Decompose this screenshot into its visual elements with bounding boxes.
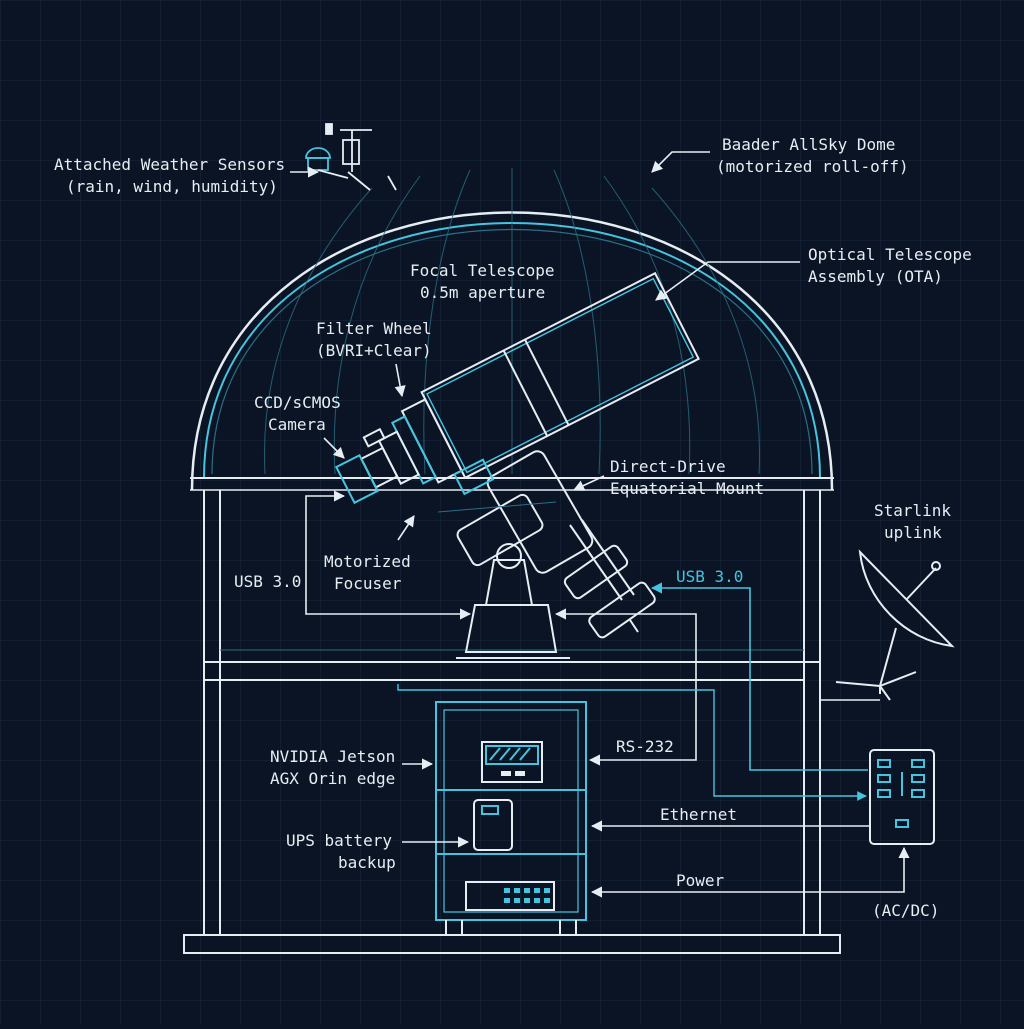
power-unit bbox=[465, 881, 555, 911]
dome-sublabel: (motorized roll-off) bbox=[716, 157, 909, 176]
camera-label: CCD/sCMOS bbox=[254, 393, 341, 412]
jetson-label: NVIDIA Jetson bbox=[270, 747, 395, 766]
telescope-label: Focal Telescope bbox=[410, 261, 555, 280]
usb-right-label: USB 3.0 bbox=[676, 567, 743, 586]
satellite-dish-icon bbox=[835, 549, 955, 701]
dome bbox=[190, 168, 834, 491]
ups-label: UPS battery bbox=[286, 831, 392, 850]
equipment-rack bbox=[435, 701, 587, 934]
mount-sublabel: Equatorial Mount bbox=[610, 479, 764, 498]
weather-sensors-label: Attached Weather Sensors bbox=[54, 155, 285, 174]
camera-sublabel: Camera bbox=[268, 415, 326, 434]
ups-sublabel: backup bbox=[338, 853, 396, 872]
filter-wheel-label: Filter Wheel bbox=[316, 319, 432, 338]
usb-left-label: USB 3.0 bbox=[234, 572, 301, 591]
jetson-sublabel: AGX Orin edge bbox=[270, 769, 395, 788]
dome-label: Baader AllSky Dome bbox=[722, 135, 895, 154]
weather-station-icon bbox=[305, 123, 397, 191]
focuser-label: Motorized bbox=[324, 552, 411, 571]
leader-lines bbox=[290, 151, 800, 848]
ota-label: Optical Telescope bbox=[808, 245, 972, 264]
filter-wheel-sublabel: (BVRI+Clear) bbox=[316, 341, 432, 360]
rs232-label: RS-232 bbox=[616, 737, 674, 756]
weather-sensors-sublabel: (rain, wind, humidity) bbox=[66, 177, 278, 196]
ethernet-label: Ethernet bbox=[660, 805, 737, 824]
ethernet-connector bbox=[397, 684, 867, 801]
jetson-module bbox=[481, 741, 543, 783]
optical-tube-assembly bbox=[334, 271, 700, 505]
focuser-sublabel: Focuser bbox=[334, 574, 402, 593]
acdc-label: (AC/DC) bbox=[872, 901, 939, 920]
control-panel-icon bbox=[869, 749, 935, 845]
usb-right-connector bbox=[650, 582, 868, 771]
ota-sublabel: Assembly (OTA) bbox=[808, 267, 943, 286]
power-label: Power bbox=[676, 871, 725, 890]
rs232-connector bbox=[554, 608, 697, 766]
starlink-sublabel: uplink bbox=[884, 523, 942, 542]
mount-label: Direct-Drive bbox=[610, 457, 726, 476]
telescope-sublabel: 0.5m aperture bbox=[420, 283, 545, 302]
ups-battery bbox=[473, 799, 513, 851]
usb-left-connector bbox=[305, 490, 472, 620]
starlink-label: Starlink bbox=[874, 501, 951, 520]
power-connector bbox=[590, 846, 910, 898]
labels: Attached Weather Sensors (rain, wind, hu… bbox=[54, 135, 972, 920]
